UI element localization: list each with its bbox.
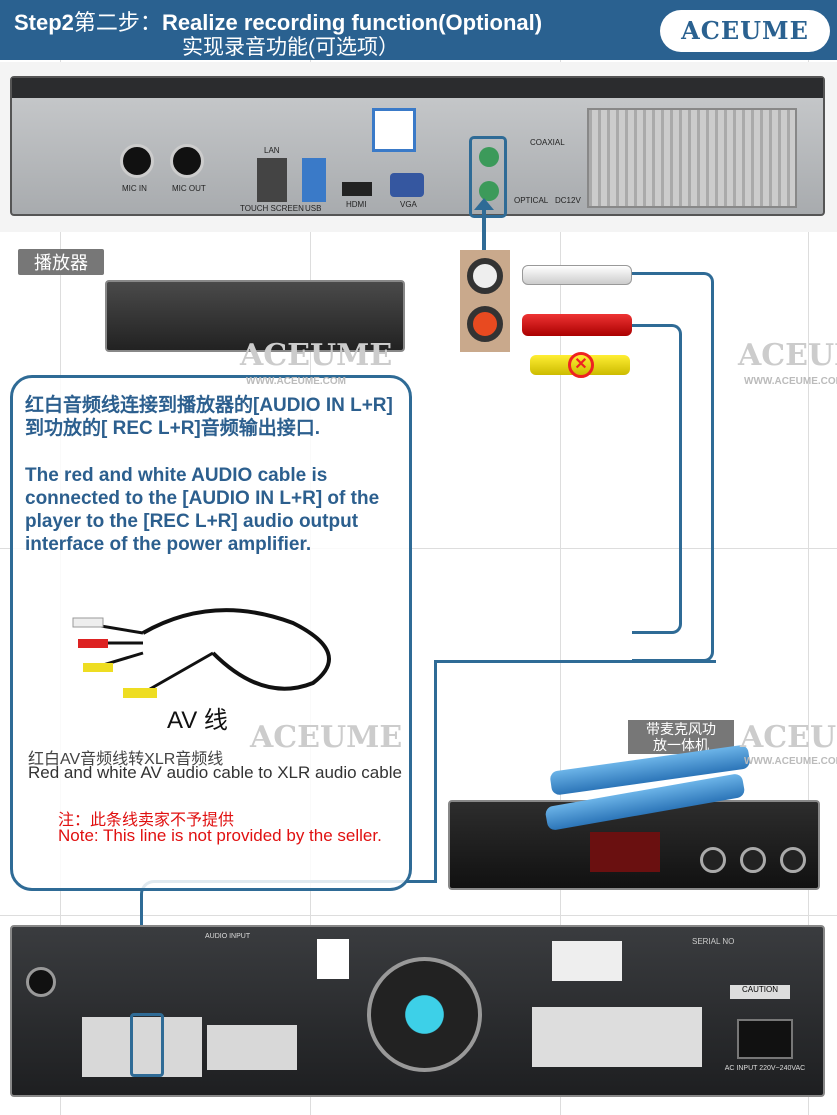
vga-label: VGA: [400, 200, 417, 209]
mic-out-label: MIC OUT: [172, 184, 206, 193]
instruction-callout: 红白音频线连接到播放器的[AUDIO IN L+R] 到功放的[ REC L+R…: [10, 375, 412, 891]
vent-grille: [587, 108, 797, 208]
lan-label: LAN: [264, 146, 280, 155]
hdmi-label: HDMI: [346, 200, 367, 209]
amp-display: [590, 832, 660, 872]
coaxial-label: COAXIAL: [530, 138, 565, 147]
title-en: Realize recording function(Optional): [161, 10, 543, 35]
red-jack: [467, 306, 503, 342]
ac-input-label: AC INPUT 220V~240VAC: [724, 1065, 806, 1072]
hdmi-port: [342, 182, 372, 196]
rca-jacks-closeup: [460, 250, 510, 352]
grid-line: [808, 60, 809, 1115]
title-cn: 实现录音功能(可选项）: [182, 36, 399, 59]
step-title: Step2第二步：Realize recording function(Opti…: [14, 5, 542, 37]
player-rear-panel: MIC IN MIC OUT LAN TOUCH SCREEN USB HDMI…: [10, 76, 825, 218]
brand-logo: ACEUME: [660, 10, 830, 52]
input-jacks: [207, 1025, 297, 1070]
touch-screen-label: TOUCH SCREEN: [240, 204, 304, 213]
cable-line: [434, 660, 437, 882]
av-cable-photo: [63, 593, 353, 713]
usb-ports: [302, 158, 326, 202]
grid-line: [560, 60, 561, 1115]
red-plug: [522, 314, 632, 336]
vga-port: [390, 173, 424, 197]
av-cable-illustration: [72, 608, 331, 698]
watermark-url: WWW.ACEUME.COM: [246, 376, 346, 387]
audio-input-label: AUDIO INPUT: [205, 933, 251, 940]
grid-line: [0, 548, 837, 549]
step-number: Step2: [14, 10, 74, 35]
player-rear-photo: MIC IN MIC OUT LAN TOUCH SCREEN USB HDMI…: [0, 62, 837, 232]
cross-icon: ✕: [568, 352, 594, 378]
audio-in-r-jack: [479, 181, 499, 201]
ac-inlet: [737, 1019, 793, 1059]
audio-in-l-jack: [479, 147, 499, 167]
amp-label: 带麦克风功放一体机: [628, 720, 734, 754]
note-cn: 注：此条线卖家不予提供: [58, 812, 235, 829]
white-plug: [522, 265, 632, 285]
step-number-cn: 第二步：: [73, 10, 162, 35]
spec-sticker: [552, 941, 622, 981]
qr-sticker: [317, 939, 349, 979]
white-jack: [467, 258, 503, 294]
watermark-url: WWW.ACEUME.COM: [744, 756, 837, 767]
amplifier-rear-panel: AUDIO INPUT SERIAL NO CAUTION AC INPUT 2…: [10, 925, 825, 1097]
arrow-line: [482, 205, 486, 250]
amp-knob: [740, 847, 766, 873]
caution-label: CAUTION: [730, 985, 790, 999]
audio-io-block: [82, 1017, 202, 1077]
cable-desc-en: Red and white AV audio cable to XLR audi…: [28, 763, 402, 782]
antenna-port: [26, 967, 56, 997]
av-cable-label: AV 线: [167, 707, 228, 734]
cable-line: [436, 660, 716, 663]
header-banner: Step2第二步：Realize recording function(Opti…: [0, 0, 837, 60]
dc-label: DC12V: [555, 196, 581, 205]
watermark-url: WWW.ACEUME.COM: [744, 376, 837, 387]
watermark: ACEUME: [740, 720, 837, 755]
red-cable-path: [632, 324, 682, 634]
watermark: ACEUME: [240, 338, 393, 373]
audio-in-highlight: [469, 136, 507, 218]
mic-in-jack: [120, 144, 154, 178]
amp-knob: [700, 847, 726, 873]
mic-in-label: MIC IN: [122, 184, 147, 193]
instruction-en: The red and white AUDIO cable is connect…: [25, 465, 380, 555]
watermark: ACEUME: [738, 338, 837, 373]
arrow-up-icon: [474, 198, 494, 210]
serial-label: SERIAL NO: [692, 937, 735, 946]
panel-top-edge: [12, 78, 823, 98]
watermark: ACEUME: [250, 720, 403, 755]
speaker-terminals: [532, 1007, 702, 1067]
player-label: 播放器: [18, 249, 104, 275]
optical-label: OPTICAL: [514, 196, 549, 205]
rec-output-highlight: [130, 1013, 164, 1077]
amp-knob: [780, 847, 806, 873]
usb-label: USB: [305, 204, 322, 213]
qr-sticker: [372, 108, 416, 152]
note-en: Note: This line is not provided by the s…: [58, 826, 382, 845]
grid-line: [0, 915, 837, 916]
mic-out-jack: [170, 144, 204, 178]
player-photo: [105, 280, 405, 352]
lan-ports: [257, 158, 287, 202]
cooling-fan: [367, 957, 482, 1072]
instruction-cn: 红白音频线连接到播放器的[AUDIO IN L+R] 到功放的[ REC L+R…: [25, 395, 393, 439]
cable-desc-cn: 红白AV音频线转XLR音频线: [28, 751, 224, 768]
